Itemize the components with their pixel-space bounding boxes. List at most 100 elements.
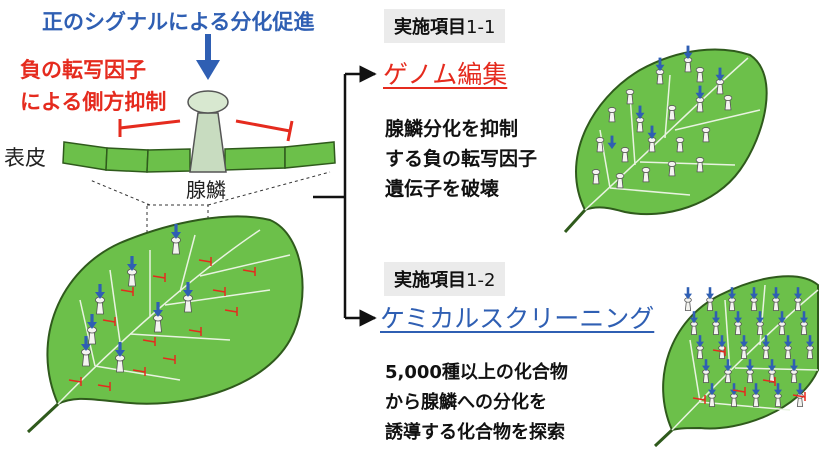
gland-mark: [591, 169, 601, 185]
gland-mark: [712, 321, 720, 335]
negative-factor-label-line2: による側方抑制: [20, 90, 167, 114]
inhibition-mark: [188, 327, 202, 336]
gland-mark: [667, 105, 677, 121]
gland-mark: [730, 393, 738, 407]
epidermis-cells: [62, 141, 336, 173]
item2-badge: 実施項目1-2: [384, 262, 506, 296]
inhibition-mark: [198, 257, 212, 266]
gland-mark: [728, 297, 736, 311]
inhibition-mark: [102, 317, 116, 326]
gland-mark: [800, 321, 808, 335]
gland-mark: [115, 354, 125, 373]
signal-arrow-icon: [794, 287, 802, 300]
signal-arrow-icon: [772, 287, 780, 300]
gland-mark: [171, 236, 181, 255]
signal-arrow-icon: [635, 105, 645, 120]
item1-method: ゲノム編集: [383, 60, 508, 89]
inhibition-mark: [97, 382, 111, 391]
signal-arrow-icon: [800, 311, 808, 324]
gland-mark: [684, 297, 692, 311]
signal-arrow-icon: [81, 336, 91, 351]
item2-desc-line: から腺鱗への分化を: [385, 392, 547, 413]
gland-mark: [655, 69, 665, 85]
lateral-inhibition-icon: [118, 119, 294, 142]
signal-arrow-icon: [95, 284, 105, 299]
signal-arrow-icon: [708, 383, 716, 396]
gland-icon: [187, 90, 229, 173]
signal-arrow-icon: [778, 311, 786, 324]
gland-mark: [746, 369, 754, 383]
gland-mark: [641, 167, 651, 183]
signal-arrow-icon: [784, 335, 792, 348]
inhibition-mark: [692, 395, 706, 404]
gland-mark: [740, 345, 748, 359]
genome-edited-leaf: [563, 45, 768, 234]
positive-signal-label: 正のシグナルによる分化促進: [42, 10, 315, 34]
signal-arrow-icon: [127, 256, 137, 271]
gland-mark: [667, 161, 677, 177]
inhibition-mark: [212, 287, 226, 296]
signal-arrow-icon: [683, 45, 693, 60]
gland-mark: [723, 95, 733, 111]
gland-mark: [87, 326, 97, 345]
item2-method: ケミカルスクリーニング: [380, 304, 655, 333]
gland-mark: [762, 345, 770, 359]
item2-badge-main: 実施項目: [394, 270, 466, 291]
signal-arrow-icon: [796, 383, 804, 396]
gland-mark: [768, 369, 776, 383]
signal-arrow-icon: [752, 383, 760, 396]
signal-arrow-icon: [790, 359, 798, 372]
signal-arrow-icon: [718, 335, 726, 348]
signal-arrow-icon: [115, 342, 125, 357]
gland-mark: [615, 173, 625, 189]
signal-arrow-icon: [696, 335, 704, 348]
inhibition-mark: [68, 377, 82, 386]
epidermis-label: 表皮: [4, 146, 46, 170]
gland-mark: [734, 321, 742, 335]
gland-mark: [752, 393, 760, 407]
signal-arrow-icon: [712, 311, 720, 324]
signal-arrow-icon: [684, 287, 692, 300]
signal-arrow-icon: [756, 311, 764, 324]
gland-mark: [183, 294, 193, 313]
signal-arrow-icon: [774, 383, 782, 396]
inhibition-mark: [732, 387, 746, 396]
inhibition-mark: [132, 367, 146, 376]
signal-arrow-icon: [171, 224, 181, 239]
gland-mark: [647, 137, 657, 153]
inhibition-mark: [224, 307, 238, 316]
gland-mark: [675, 137, 685, 153]
signal-arrow-icon: [690, 311, 698, 324]
signal-arrow-icon: [196, 34, 220, 80]
item1-badge-main: 実施項目: [394, 17, 466, 38]
gland-mark: [774, 393, 782, 407]
item1-badge-num: 1-1: [466, 17, 496, 38]
signal-arrow-icon: [183, 282, 193, 297]
signal-arrow-icon: [734, 311, 742, 324]
gland-mark: [708, 393, 716, 407]
item2-desc-line: 5,000種以上の化合物: [385, 362, 568, 383]
gland-mark: [706, 297, 714, 311]
gland-mark: [690, 321, 698, 335]
signal-arrow-icon: [768, 359, 776, 372]
inhibition-mark: [162, 355, 176, 364]
item2-badge-num: 1-2: [466, 270, 496, 291]
gland-mark: [784, 345, 792, 359]
inhibition-mark: [152, 273, 166, 282]
signal-arrow-icon: [655, 57, 665, 72]
gland-mark: [715, 79, 725, 95]
gland-mark: [724, 369, 732, 383]
inhibition-mark: [792, 392, 806, 401]
signal-arrow-icon: [702, 359, 710, 372]
gland-mark: [607, 107, 617, 123]
signal-arrow-icon: [715, 67, 725, 82]
gland-mark: [153, 314, 163, 333]
gland-mark: [81, 348, 91, 367]
signal-arrow-icon: [750, 287, 758, 300]
inhibition-mark: [762, 377, 776, 386]
item1-desc-line: する負の転写因子: [385, 148, 538, 170]
gland-mark: [695, 67, 705, 83]
gland-mark: [620, 147, 630, 163]
signal-arrow-icon: [728, 287, 736, 300]
inhibition-mark: [242, 267, 256, 276]
